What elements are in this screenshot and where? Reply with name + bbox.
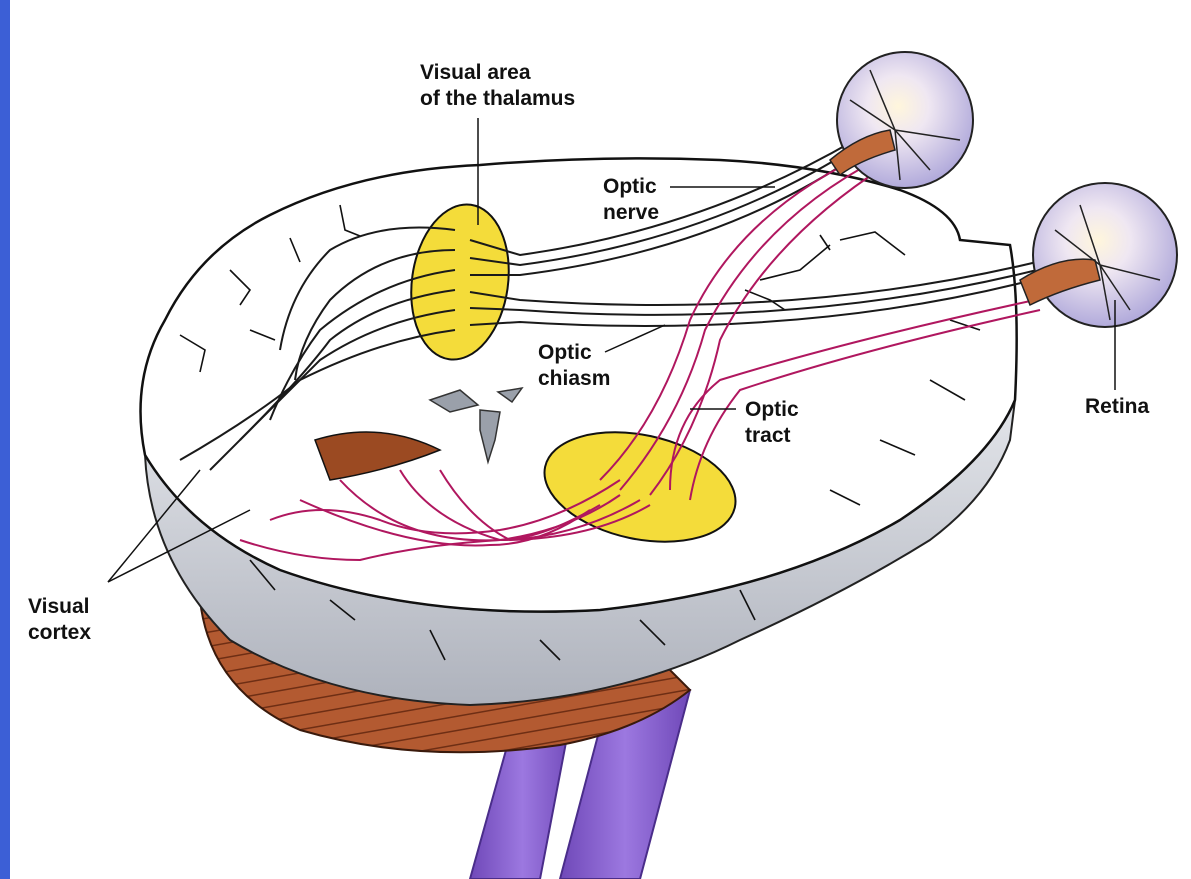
label-optic-chiasm-line2: chiasm	[538, 366, 610, 392]
label-visual-cortex-line1: Visual	[28, 594, 91, 620]
label-optic-tract: Optic tract	[745, 397, 799, 449]
label-optic-chiasm-line1: Optic	[538, 340, 610, 366]
eye-upper	[830, 52, 973, 188]
label-thalamus: Visual area of the thalamus	[420, 60, 575, 112]
label-retina-line1: Retina	[1085, 394, 1149, 420]
label-optic-tract-line1: Optic	[745, 397, 799, 423]
label-optic-tract-line2: tract	[745, 423, 799, 449]
eye-lower	[1020, 183, 1177, 327]
label-optic-nerve-line1: Optic	[603, 174, 659, 200]
label-optic-nerve-line2: nerve	[603, 200, 659, 226]
label-optic-chiasm: Optic chiasm	[538, 340, 610, 392]
label-optic-nerve: Optic nerve	[603, 174, 659, 226]
label-visual-cortex-line2: cortex	[28, 620, 91, 646]
label-thalamus-line1: Visual area	[420, 60, 575, 86]
label-thalamus-line2: of the thalamus	[420, 86, 575, 112]
label-visual-cortex: Visual cortex	[28, 594, 91, 646]
label-retina: Retina	[1085, 394, 1149, 420]
